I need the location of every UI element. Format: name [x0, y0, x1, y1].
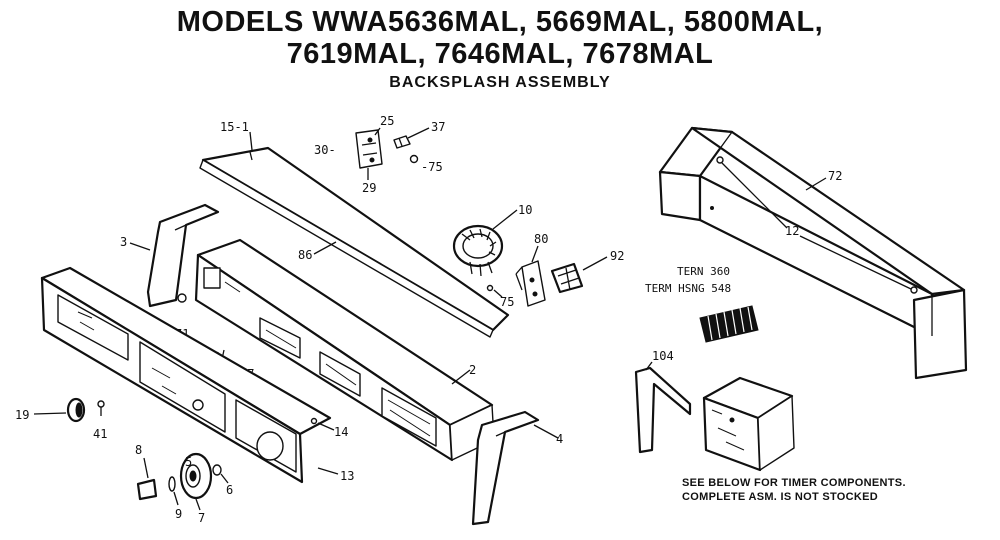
- callout-8: 8: [135, 443, 142, 457]
- note-timer-components: SEE BELOW FOR TIMER COMPONENTS.: [682, 477, 906, 489]
- callout-9: 9: [175, 507, 182, 521]
- leader-104: [645, 361, 653, 371]
- callout-30: 30-: [314, 143, 336, 157]
- part-spring-9: [168, 476, 176, 492]
- leader-7: [195, 498, 201, 511]
- callout-41: 41: [93, 427, 107, 441]
- callout-19: 19: [15, 408, 29, 422]
- callout-12: 12: [785, 224, 799, 238]
- callout-92: 92: [610, 249, 624, 263]
- callout-15-1: 15-1: [220, 120, 249, 134]
- callout-14: 14: [334, 425, 348, 439]
- part-backsplash-housing: [194, 238, 495, 462]
- callout-4: 4: [556, 432, 563, 446]
- part-connector: [550, 262, 584, 294]
- callout-104: 104: [652, 349, 674, 363]
- leader-37: [407, 127, 430, 139]
- leader-25: [374, 127, 381, 136]
- part-front-control-panel: [40, 266, 332, 484]
- callout-29: 29: [362, 181, 376, 195]
- callout-80: 80: [534, 232, 548, 246]
- diagram-subtitle: BACKSPLASH ASSEMBLY: [389, 74, 611, 91]
- leader-15-1: [249, 131, 253, 151]
- part-clip-41: [97, 400, 105, 416]
- leader-10: [492, 209, 518, 230]
- part-washer-6: [212, 464, 222, 476]
- callout-6: 6: [226, 483, 233, 497]
- part-clip-14: [310, 417, 318, 425]
- callout-10: 10: [518, 203, 532, 217]
- leader-14: [317, 422, 335, 431]
- title-models-line-2: 7619MAL, 7646MAL, 7678MAL: [286, 38, 714, 70]
- leader-80: [531, 245, 539, 263]
- callout-72: 72: [828, 169, 842, 183]
- title-block: MODELS WWA5636MAL, 5669MAL, 5800MAL, 761…: [0, 0, 1000, 100]
- part-knob-19: [66, 397, 86, 423]
- part-small-screw-75-top: [409, 154, 419, 164]
- leader-12b: [799, 235, 912, 290]
- callout-37: 37: [431, 120, 445, 134]
- part-switch-screw: [393, 135, 411, 149]
- part-timer-bracket: [634, 366, 692, 454]
- part-terminal-block: [699, 305, 759, 343]
- leader-72: [805, 177, 827, 191]
- part-mounting-bracket: [515, 260, 546, 307]
- callout-86: 86: [298, 248, 312, 262]
- leader-6: [220, 473, 229, 484]
- leader-4: [533, 424, 559, 439]
- callout-2: 2: [469, 363, 476, 377]
- title-models-line-1: MODELS WWA5636MAL, 5669MAL, 5800MAL,: [176, 6, 824, 38]
- part-rotary-switch: [452, 224, 504, 277]
- callout-75-mid: 75: [500, 295, 514, 309]
- leader-2: [451, 369, 471, 385]
- callout-75-top: -75: [421, 160, 443, 174]
- callout-25: 25: [380, 114, 394, 128]
- leader-12a: [721, 162, 788, 229]
- callout-3: 3: [120, 235, 127, 249]
- part-knob-5: [179, 452, 213, 500]
- part-left-end-cap: [146, 203, 220, 308]
- leader-13: [317, 467, 339, 475]
- note-not-stocked: COMPLETE ASM. IS NOT STOCKED: [682, 491, 878, 503]
- leader-9: [173, 491, 179, 506]
- part-button-8: [136, 478, 158, 501]
- leader-75-mid: [493, 289, 503, 298]
- part-small-screw-75-mid: [486, 284, 494, 292]
- leader-19: [33, 412, 67, 415]
- part-switch-bracket: [355, 129, 383, 169]
- part-right-end-cap: [471, 410, 540, 526]
- leader-8: [143, 457, 149, 479]
- part-rear-backsplash-shell: [658, 126, 968, 380]
- part-top-trim-strip: [199, 146, 510, 338]
- callout-5: 5: [185, 455, 192, 469]
- leader-92: [582, 256, 608, 271]
- leader-3: [129, 242, 151, 251]
- part-timer-assembly: [702, 376, 795, 472]
- leader-86: [313, 241, 337, 255]
- label-term-hsng-548: TERM HSNG 548: [645, 282, 731, 295]
- callout-7: 7: [198, 511, 205, 525]
- label-tern-360: TERN 360: [677, 265, 730, 278]
- callout-13: 13: [340, 469, 354, 483]
